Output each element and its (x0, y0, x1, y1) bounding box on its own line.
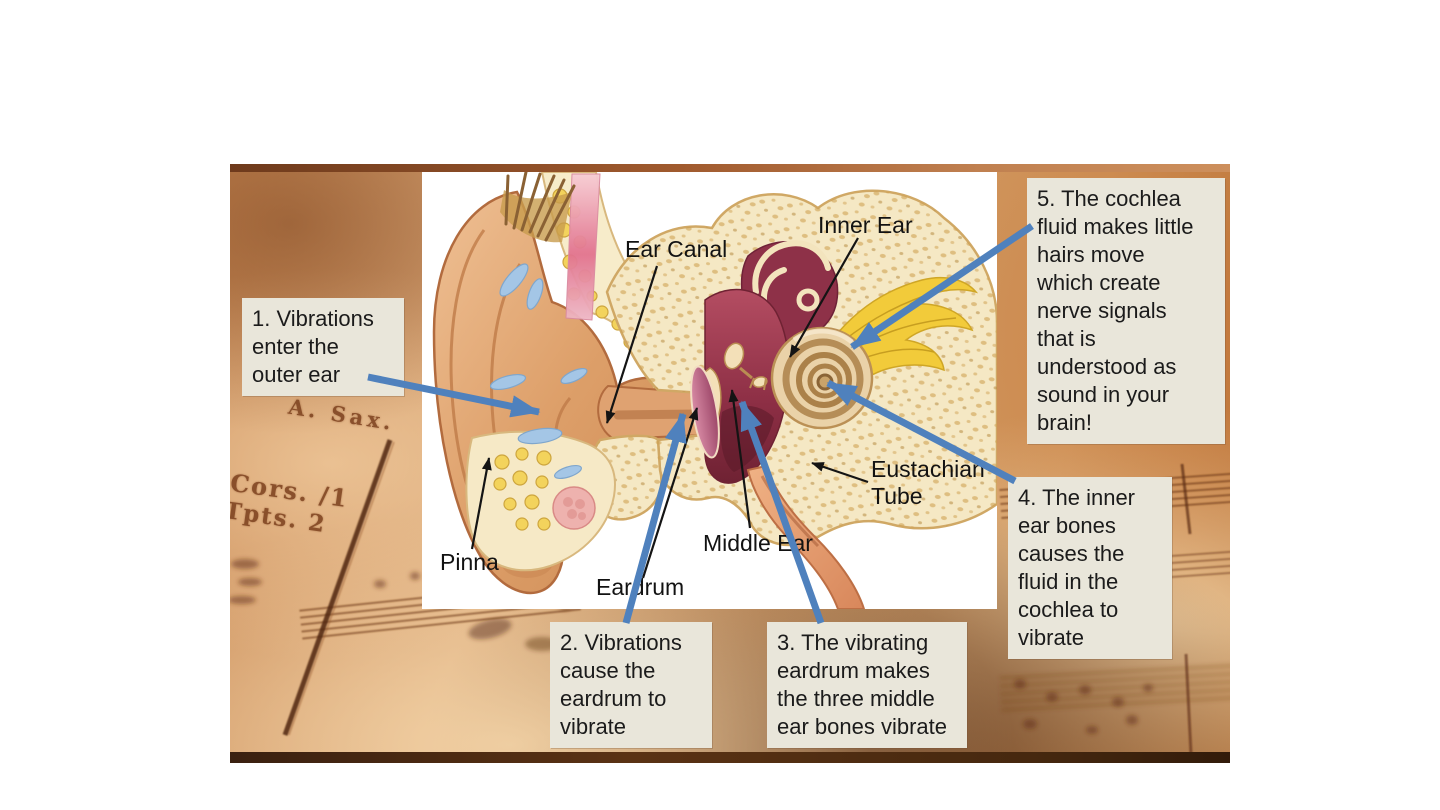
callout-step-3: 3. The vibrating eardrum makes the three… (767, 622, 967, 748)
label-inner-ear: Inner Ear (818, 212, 913, 238)
muscle-strip (565, 173, 601, 321)
label-pinna: Pinna (440, 549, 499, 575)
callout-step-4: 4. The inner ear bones causes the fluid … (1008, 477, 1172, 659)
hair (500, 170, 576, 243)
music-notes (230, 559, 1153, 734)
slide-bottom-edge (230, 752, 1230, 763)
label-eardrum: Eardrum (596, 574, 685, 600)
staff-lines-right-2 (1164, 550, 1230, 579)
slide: A. Sax. Cors. /1 Tpts. 2 (230, 164, 1230, 763)
label-middle-ear: Middle Ear (703, 530, 813, 556)
cochlea-spiral (770, 326, 874, 430)
label-ear-canal: Ear Canal (625, 236, 728, 262)
pink-cell-cluster (552, 486, 596, 530)
slide-top-edge (230, 164, 1230, 172)
baton-line (282, 439, 1193, 755)
callout-step-2: 2. Vibrations cause the eardrum to vibra… (550, 622, 712, 748)
callout-step-5: 5. The cochlea fluid makes little hairs … (1027, 178, 1225, 444)
callout-step-1: 1. Vibrations enter the outer ear (242, 298, 404, 396)
label-eustachian-tube: Eustachian Tube (871, 456, 985, 509)
